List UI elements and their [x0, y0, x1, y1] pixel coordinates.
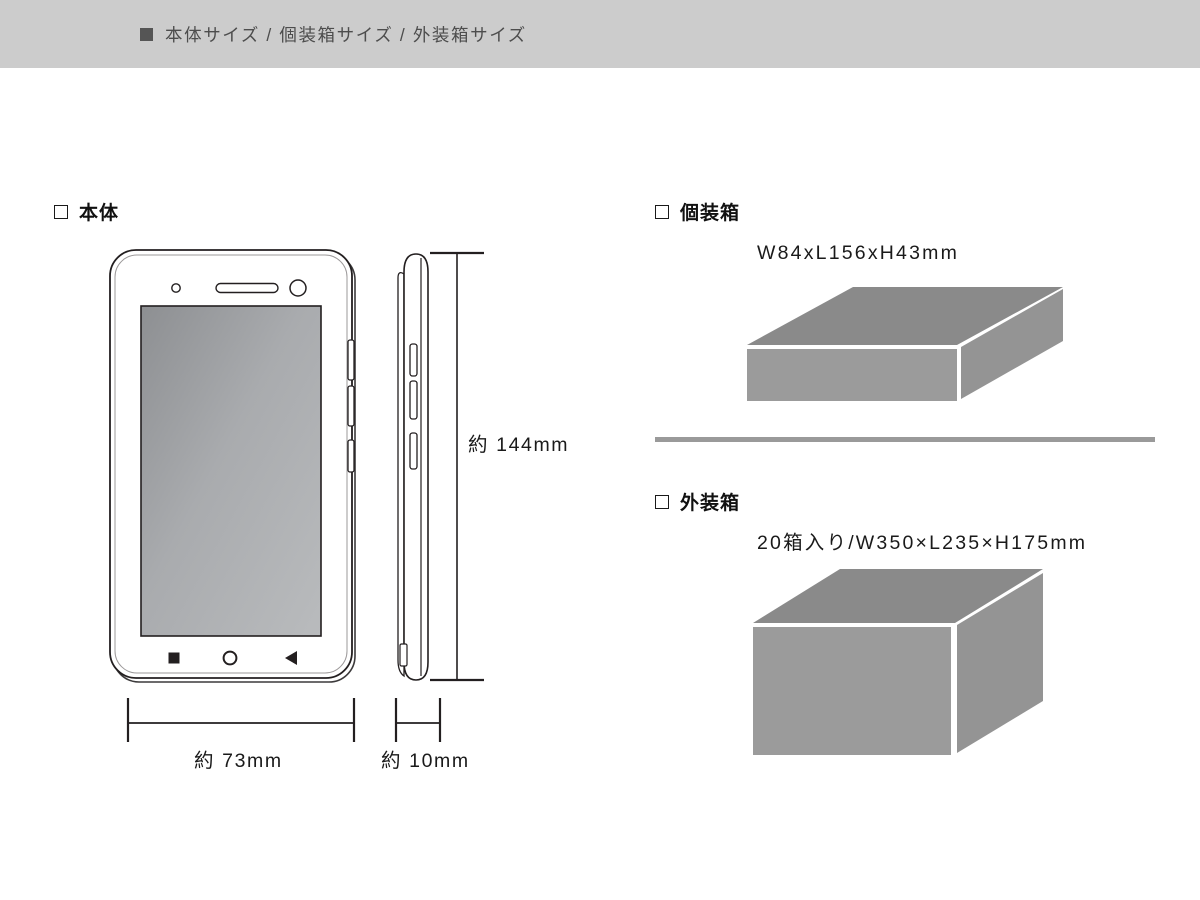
earpiece-speaker-icon	[215, 282, 279, 294]
section-heading-outer-box: 外装箱	[655, 488, 740, 515]
box-side-face	[961, 289, 1063, 399]
filled-square-icon	[140, 27, 153, 41]
inner-box-dimensions: W84xL156xH43mm	[757, 242, 960, 264]
phone-front-view	[108, 248, 368, 688]
height-dimension-line	[430, 248, 490, 688]
charging-port-icon	[399, 643, 408, 667]
phone-side-back-edge	[397, 272, 405, 678]
phone-bezel-line	[114, 254, 348, 674]
section-heading-body: 本体	[54, 198, 119, 225]
thickness-dimension-line	[394, 698, 446, 744]
section-label-body: 本体	[79, 203, 120, 224]
section-divider	[655, 437, 1155, 442]
volume-up-button-icon	[347, 339, 355, 381]
flat-box-3d-icon	[745, 283, 1065, 403]
width-measurement-label: 約 73mm	[194, 750, 283, 772]
box-front-face	[753, 627, 951, 755]
box-front-face	[747, 349, 957, 401]
carton-box-3d-icon	[745, 565, 1045, 760]
box-top-face	[747, 287, 1063, 345]
width-dimension-line	[126, 698, 358, 744]
section-label-inner-box: 個装箱	[680, 203, 741, 224]
volume-down-button-icon	[409, 380, 418, 420]
height-measurement-label: 約 144mm	[468, 434, 570, 456]
section-label-outer-box: 外装箱	[680, 493, 741, 514]
outline-square-icon	[655, 204, 669, 219]
page-title: 本体サイズ / 個装箱サイズ / 外装箱サイズ	[165, 24, 527, 45]
phone-side-view	[388, 248, 448, 688]
volume-down-button-icon	[347, 385, 355, 427]
header-title-group: 本体サイズ / 個装箱サイズ / 外装箱サイズ	[140, 0, 527, 68]
thickness-measurement-label: 約 10mm	[381, 750, 470, 772]
header-band: 本体サイズ / 個装箱サイズ / 外装箱サイズ	[0, 0, 1200, 68]
circle-home-icon[interactable]	[222, 650, 238, 666]
box-side-face	[957, 573, 1043, 753]
proximity-sensor-icon	[171, 283, 181, 293]
outline-square-icon	[54, 204, 68, 219]
box-top-face	[753, 569, 1043, 623]
power-button-icon	[347, 439, 355, 473]
front-camera-icon	[289, 279, 307, 297]
phone-screen	[140, 305, 322, 637]
outline-square-icon	[655, 494, 669, 509]
outer-box-dimensions: 20箱入り/W350×L235×H175mm	[757, 532, 1088, 554]
volume-up-button-icon	[409, 343, 418, 377]
power-button-icon	[409, 432, 418, 470]
square-recents-icon[interactable]	[168, 652, 180, 664]
triangle-back-icon[interactable]	[285, 651, 297, 665]
section-heading-inner-box: 個装箱	[655, 198, 740, 225]
